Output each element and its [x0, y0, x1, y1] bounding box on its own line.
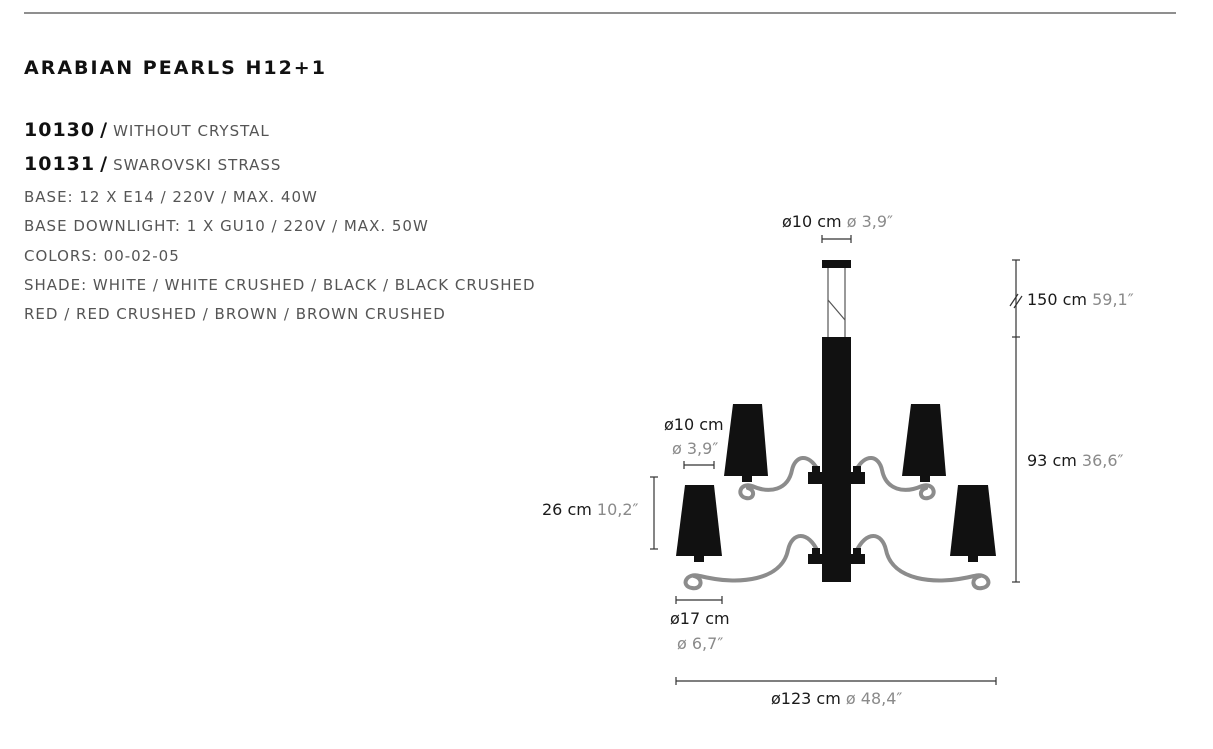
chandelier-arms: [683, 456, 991, 591]
upper-shade-left: [724, 404, 768, 476]
lower-arm-right: [854, 534, 991, 591]
lower-shade-left: [676, 485, 722, 556]
cable-cross: [827, 299, 846, 321]
upper-shade-left-socket: [742, 476, 752, 482]
cable-break-mark-1: [1009, 293, 1019, 307]
lower-hub-knob-left: [812, 548, 820, 554]
dim-small-shade-metric-label: ø10 cm: [664, 415, 724, 435]
product-code-row-2: 10131/ SWAROVSKI STRASS: [24, 153, 281, 175]
dim-large-shade-imperial: ø 6,7″: [677, 634, 724, 653]
dim-total-diameter: ø123 cm ø 48,4″: [771, 689, 902, 709]
top-divider: [24, 12, 1176, 14]
dim-cable-length-imperial: 59,1″: [1092, 290, 1134, 309]
product-code-row-1: 10130/ WITHOUT CRYSTAL: [24, 119, 270, 141]
dim-shade-height-metric: 26 cm: [542, 500, 592, 519]
product-code: 10130: [24, 119, 96, 141]
spec-shade-line-1: SHADE: WHITE / WHITE CRUSHED / BLACK / B…: [24, 276, 536, 294]
lower-shade-right-socket: [968, 556, 978, 562]
dim-body-height-imperial: 36,6″: [1081, 451, 1124, 470]
lamp-shades: [676, 404, 996, 562]
dim-shade-height: 26 cm 10,2″: [542, 500, 639, 520]
dim-cable-length-metric: 150 cm: [1027, 290, 1088, 309]
dim-shade-height-imperial: 10,2″: [596, 500, 639, 519]
dim-small-shade-imperial: ø 3,9″: [672, 439, 719, 458]
dim-total-diameter-metric: ø123 cm: [771, 689, 841, 708]
code-separator: /: [100, 153, 108, 175]
dim-cable-length: 150 cm 59,1″: [1027, 290, 1134, 310]
dim-large-shade-metric-label: ø17 cm: [670, 609, 730, 629]
spec-downlight: BASE DOWNLIGHT: 1 X GU10 / 220V / MAX. 5…: [24, 217, 429, 235]
cable-break-mark-2: [1013, 295, 1023, 309]
lower-shade-left-socket: [694, 556, 704, 562]
product-code: 10131: [24, 153, 96, 175]
spec-shade-line-2: RED / RED CRUSHED / BROWN / BROWN CRUSHE…: [24, 305, 446, 323]
upper-shade-right-socket: [920, 476, 930, 482]
dim-top-diameter: ø10 cm ø 3,9″: [782, 212, 893, 232]
dim-large-shade-imperial-label: ø 6,7″: [677, 634, 723, 654]
upper-hub: [808, 472, 865, 484]
lower-hub: [808, 554, 865, 564]
code-separator: /: [100, 119, 108, 141]
upper-hub-knob-left: [812, 466, 820, 472]
code-description: SWAROVSKI STRASS: [113, 156, 282, 174]
lower-hub-knob-right: [853, 548, 861, 554]
spec-colors: COLORS: 00-02-05: [24, 247, 180, 265]
dimension-lines: [650, 235, 1023, 685]
central-column: [822, 337, 851, 582]
code-description: WITHOUT CRYSTAL: [113, 122, 270, 140]
dim-top-diameter-imperial: ø 3,9″: [846, 212, 894, 231]
dim-top-diameter-metric: ø10 cm: [782, 212, 842, 231]
lower-arm-left: [683, 534, 820, 591]
canopy: [822, 260, 851, 268]
dim-total-diameter-imperial: ø 48,4″: [845, 689, 903, 708]
suspension-cables: [827, 268, 846, 337]
central-body: [808, 337, 865, 582]
upper-hub-knob-right: [853, 466, 861, 472]
product-title: ARABIAN PEARLS H12+1: [24, 57, 327, 79]
upper-arm-left: [738, 456, 820, 501]
dim-body-height-metric: 93 cm: [1027, 451, 1077, 470]
spec-base: BASE: 12 X E14 / 220V / MAX. 40W: [24, 188, 318, 206]
ceiling-canopy: [822, 260, 851, 268]
dim-large-shade-metric: ø17 cm: [670, 609, 730, 628]
dim-small-shade-imperial-label: ø 3,9″: [672, 439, 718, 459]
dim-small-shade-metric: ø10 cm: [664, 415, 724, 434]
dim-body-height: 93 cm 36,6″: [1027, 451, 1124, 471]
upper-arm-right: [854, 456, 936, 501]
lower-shade-right: [950, 485, 996, 556]
upper-shade-right: [902, 404, 946, 476]
